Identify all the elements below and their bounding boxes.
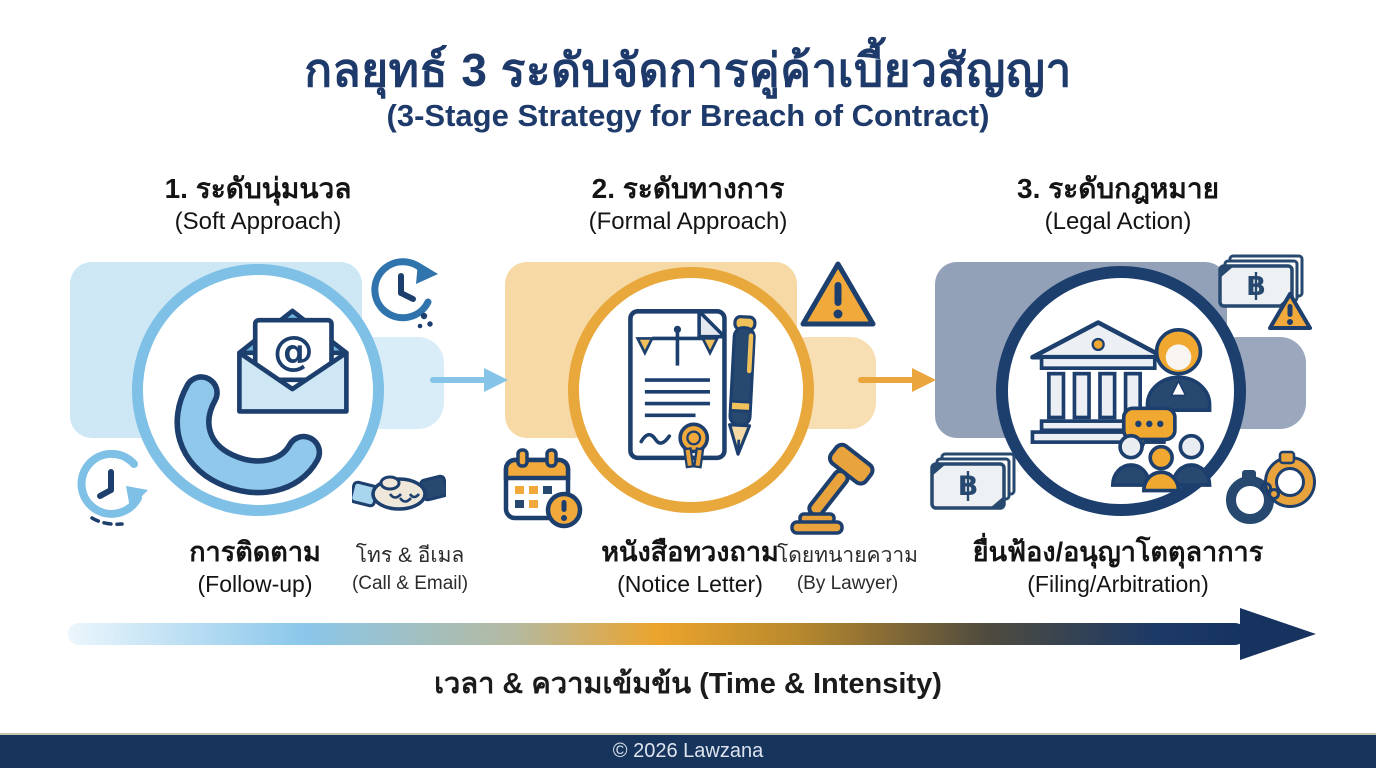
handcuffs-icon	[1226, 450, 1316, 524]
stage3-heading: 3. ระดับกฎหมาย (Legal Action)	[948, 172, 1288, 238]
clock-forward-icon	[371, 258, 438, 329]
stage1-heading-thai: 1. ระดับนุ่มนวล	[164, 173, 352, 204]
stage3-caption-english: (Filing/Arbitration)	[1027, 571, 1209, 597]
stage3-caption: ยื่นฟ้อง/อนุญาโตตุลาการ (Filing/Arbitrat…	[962, 536, 1274, 600]
stage3-heading-thai: 3. ระดับกฎหมาย	[1017, 173, 1219, 204]
stage2-note-english: (By Lawyer)	[796, 573, 899, 594]
svg-text:@: @	[273, 327, 314, 375]
stage1-note-english: (Call & Email)	[351, 573, 469, 594]
stage2-heading-english: (Formal Approach)	[588, 208, 788, 235]
footer-bar: © 2026 Lawzana	[0, 733, 1376, 768]
phone-email-icon: @	[174, 308, 349, 496]
stage2-caption-thai: หนังสือทวงถาม	[601, 537, 779, 567]
stage1-to-stage2-arrow-icon	[430, 368, 508, 392]
page-subtitle: (3-Stage Strategy for Breach of Contract…	[386, 98, 990, 133]
calendar-alert-icon	[503, 448, 583, 529]
clock-history-icon	[77, 450, 148, 526]
stage1-note: โทร & อีเมล (Call & Email)	[340, 542, 480, 597]
banknote-icon: B	[930, 452, 1016, 510]
stage3-heading-english: (Legal Action)	[1044, 208, 1192, 235]
warning-icon	[800, 261, 876, 327]
stage1-caption-english: (Follow-up)	[197, 571, 313, 597]
stage2-heading: 2. ระดับทางการ (Formal Approach)	[518, 172, 858, 238]
page-title: กลยุทธ์ 3 ระดับจัดการคู่ค้าเบี้ยวสัญญา	[304, 44, 1072, 96]
stage3-circle	[996, 266, 1246, 516]
timeline-arrow-icon	[68, 608, 1316, 660]
handshake-icon	[352, 474, 446, 511]
stage2-caption: หนังสือทวงถาม (Notice Letter)	[570, 536, 810, 600]
stage1-caption: การติดตาม (Follow-up)	[135, 536, 375, 600]
stage2-to-stage3-arrow-icon	[858, 368, 936, 392]
banknote-alert-icon: B	[1218, 254, 1312, 330]
stage1-note-thai: โทร & อีเมล	[355, 544, 465, 567]
stage2-caption-english: (Notice Letter)	[617, 571, 763, 597]
stage1-heading-english: (Soft Approach)	[174, 208, 342, 235]
stage1-heading: 1. ระดับนุ่มนวล (Soft Approach)	[88, 172, 428, 238]
contract-pen-icon	[628, 309, 757, 469]
court-lawyer-icon	[1030, 320, 1212, 493]
stage2-note-thai: โดยทนายความ	[777, 544, 918, 567]
stage1-caption-thai: การติดตาม	[189, 537, 321, 567]
stage2-circle	[568, 267, 814, 513]
stage2-heading-thai: 2. ระดับทางการ	[591, 173, 785, 204]
stage2-note: โดยทนายความ (By Lawyer)	[770, 542, 925, 597]
stage1-circle: @	[132, 264, 384, 516]
footer-copyright: © 2026 Lawzana	[612, 740, 764, 762]
timeline-label: เวลา & ความเข้มข้น (Time & Intensity)	[434, 668, 942, 700]
stage3-caption-thai: ยื่นฟ้อง/อนุญาโตตุลาการ	[972, 537, 1264, 567]
gavel-icon	[790, 442, 875, 535]
